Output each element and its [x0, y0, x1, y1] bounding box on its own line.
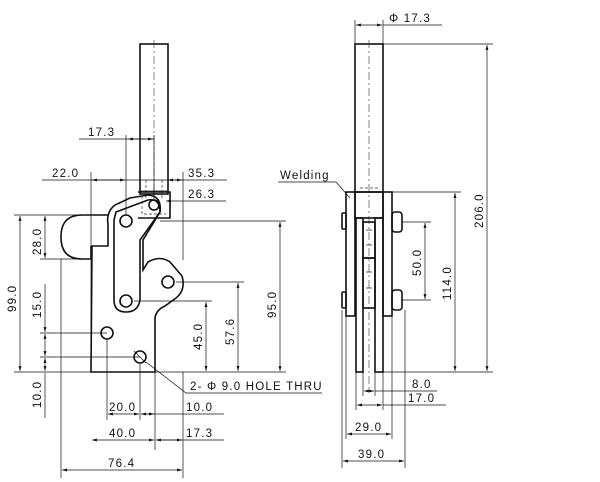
dim-left-offset: 22.0	[52, 168, 79, 180]
side-view: 17.3 22.0 35.3 26.3 99.0 28.0 15.0 10.0 …	[7, 40, 323, 478]
bolts	[341, 211, 403, 311]
dim-rod-diameter: Φ 17.3	[389, 13, 431, 25]
dim-base-width: 40.0	[109, 428, 136, 440]
dim-hole-bottom: 10.0	[32, 381, 44, 408]
dim-total-width: 76.4	[108, 458, 135, 470]
left-plate	[345, 191, 356, 317]
dim-mid-pivot: 57.6	[225, 318, 237, 345]
pivot-holes	[100, 199, 175, 364]
dim-low-pivot: 45.0	[193, 323, 205, 350]
dim-slot-width: 8.0	[412, 379, 432, 391]
hole-note: 2- Φ 9.0 HOLE THRU	[190, 381, 323, 393]
dim-hole-spacing-v: 15.0	[32, 291, 44, 318]
dim-pivot-height: 95.0	[267, 291, 279, 318]
dim-ear-height: 28.0	[32, 228, 44, 255]
welding-label: Welding	[280, 170, 330, 182]
left-leg	[355, 217, 364, 373]
dim-hole-spacing-h: 20.0	[109, 402, 136, 414]
dim-total-height: 206.0	[474, 193, 486, 228]
dim-base-height: 99.0	[7, 285, 19, 312]
right-plate	[382, 191, 393, 317]
dim-hole-edge: 10.0	[186, 402, 213, 414]
dim-mid-width: 29.0	[355, 422, 382, 434]
front-view: Welding Φ 17.3 206.0 114.0 50.0 8.0 17.0	[278, 13, 493, 468]
dim-bolt-spacing: 50.0	[412, 249, 424, 276]
dim-inner-width: 17.0	[408, 393, 435, 405]
dim-pivot-offset: 26.3	[188, 189, 215, 201]
dim-right-offset: 35.3	[188, 168, 215, 180]
dim-rod-offset: 17.3	[88, 127, 115, 139]
base-body	[90, 194, 184, 373]
dim-head-height: 114.0	[442, 266, 454, 300]
dim-base-extra: 17.3	[186, 428, 213, 440]
ear	[60, 214, 108, 260]
right-leg	[374, 217, 384, 373]
dim-outer-width: 39.0	[358, 449, 385, 461]
